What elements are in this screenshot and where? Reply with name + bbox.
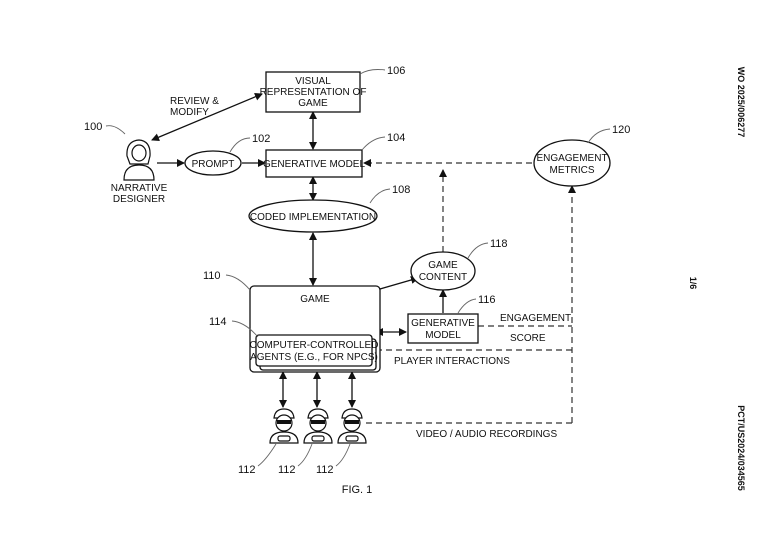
visual-representation-box bbox=[265, 71, 361, 113]
prompt-label: PROMPT bbox=[192, 159, 235, 170]
ref-100-leader bbox=[105, 125, 126, 135]
game-content-label-2: CONTENT bbox=[419, 272, 467, 283]
ref-112-a: 112 bbox=[238, 464, 256, 476]
ref-104-leader bbox=[361, 136, 386, 151]
game-content-ellipse bbox=[410, 251, 476, 291]
game-content-label-1: GAME bbox=[428, 260, 458, 271]
ref-110-leader bbox=[225, 274, 251, 291]
player-icon-1 bbox=[269, 408, 299, 444]
visual-representation-label-1: VISUAL bbox=[295, 76, 331, 87]
coded-implementation-ellipse bbox=[248, 199, 378, 233]
application-number: PCT/US2024/034565 bbox=[736, 405, 746, 491]
generative-model-box bbox=[265, 149, 363, 178]
engagement-metrics-label-2: METRICS bbox=[550, 165, 595, 176]
ref-102: 102 bbox=[252, 133, 270, 145]
ref-104: 104 bbox=[387, 132, 405, 144]
page-number: 1/6 bbox=[688, 277, 698, 290]
small-generative-model-label-1: GENERATIVE bbox=[411, 318, 475, 329]
engagement-metrics-ellipse bbox=[533, 139, 611, 187]
ref-116-leader bbox=[457, 298, 477, 314]
edge-game-content bbox=[379, 276, 419, 290]
generative-model-label: GENERATIVE MODEL bbox=[263, 159, 365, 170]
video-audio-label: VIDEO / AUDIO RECORDINGS bbox=[416, 429, 557, 440]
ref-120-leader bbox=[587, 128, 611, 144]
agents-label-2: AGENTS (E.G., FOR NPCS) bbox=[250, 352, 378, 363]
narrative-designer-label-1: NARRATIVE bbox=[111, 183, 168, 194]
prompt-ellipse bbox=[184, 150, 242, 176]
narrative-designer-label-2: DESIGNER bbox=[113, 194, 165, 205]
player-icon-2 bbox=[303, 408, 333, 444]
ref-118: 118 bbox=[490, 238, 508, 250]
ref-102-leader bbox=[229, 137, 251, 153]
game-label: GAME bbox=[300, 294, 330, 305]
ref-112-leader-2 bbox=[297, 443, 313, 467]
player-interactions-label: PLAYER INTERACTIONS bbox=[394, 356, 510, 367]
engagement-score-label-2: SCORE bbox=[510, 333, 546, 344]
review-modify-label-1: REVIEW & bbox=[170, 96, 219, 107]
small-generative-model-label-2: MODEL bbox=[425, 330, 461, 341]
ref-114-leader bbox=[231, 320, 259, 338]
player-icon-3 bbox=[337, 408, 367, 444]
ref-114: 114 bbox=[209, 316, 227, 328]
visual-representation-label-2: REPRESENTATION OF bbox=[260, 87, 367, 98]
figure-caption: FIG. 1 bbox=[342, 484, 373, 496]
ref-106-leader bbox=[359, 69, 386, 75]
visual-representation-label-3: GAME bbox=[298, 98, 328, 109]
small-generative-model-box bbox=[407, 313, 479, 344]
agents-label-1: COMPUTER-CONTROLLED bbox=[250, 340, 379, 351]
ref-120: 120 bbox=[612, 124, 630, 136]
ref-112-c: 112 bbox=[316, 464, 334, 476]
agents-box bbox=[255, 334, 373, 367]
ref-106: 106 bbox=[387, 65, 405, 77]
engagement-score-label-1: ENGAGEMENT bbox=[500, 313, 571, 324]
edge-designer-visual bbox=[151, 93, 263, 141]
ref-118-leader bbox=[467, 242, 489, 259]
ref-116: 116 bbox=[478, 294, 496, 306]
ref-112-b: 112 bbox=[278, 464, 296, 476]
ref-108: 108 bbox=[392, 184, 410, 196]
narrative-designer-icon bbox=[123, 139, 155, 181]
ref-112-leader-1 bbox=[257, 443, 277, 467]
ref-100: 100 bbox=[84, 121, 102, 133]
ref-110: 110 bbox=[203, 270, 221, 282]
ref-112-leader-3 bbox=[335, 443, 351, 467]
review-modify-label-2: MODIFY bbox=[170, 107, 209, 118]
coded-implementation-label: CODED IMPLEMENTATION bbox=[250, 212, 376, 223]
publication-number: WO 2025/006277 bbox=[736, 67, 746, 138]
ref-108-leader bbox=[369, 188, 391, 204]
engagement-metrics-label-1: ENGAGEMENT bbox=[536, 153, 607, 164]
